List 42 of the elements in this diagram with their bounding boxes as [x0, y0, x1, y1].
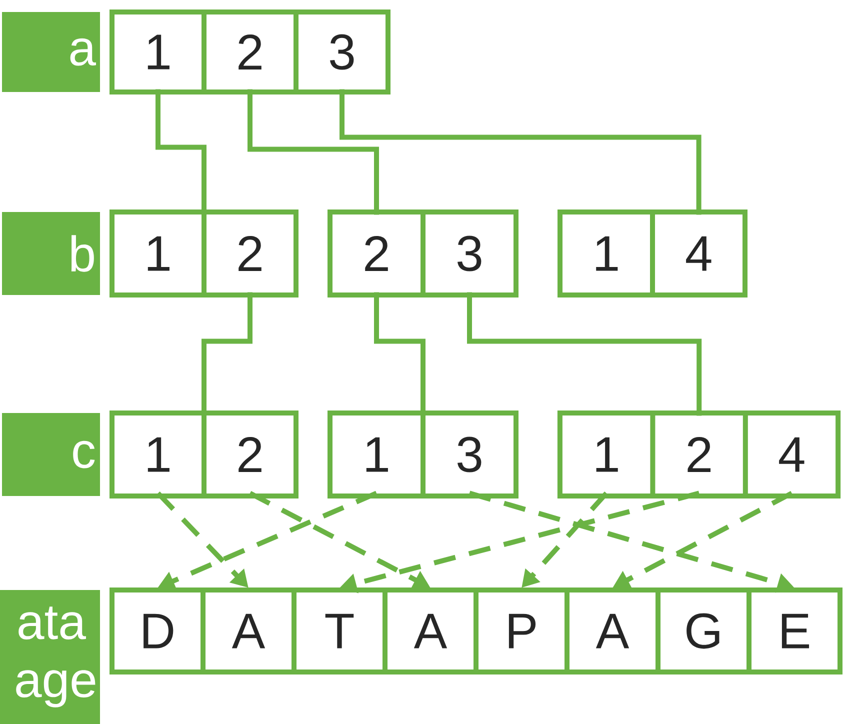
connector-line	[374, 292, 426, 410]
table-cell: G	[686, 613, 720, 649]
row-label: ata age	[0, 590, 100, 724]
cell-row	[110, 10, 390, 94]
table-cell: 2	[238, 236, 262, 271]
table-cell: 1	[596, 236, 618, 271]
table-cell: P	[508, 614, 536, 648]
table-cell: A	[232, 614, 266, 648]
table-cell: 1	[596, 437, 618, 472]
table-cell: 2	[688, 437, 710, 472]
table-cell: 2	[365, 236, 388, 271]
table-cell: 1	[148, 437, 170, 472]
connector-line	[202, 292, 252, 410]
connector-line	[340, 89, 702, 215]
table-cell: 4	[686, 236, 712, 271]
cell-row	[558, 210, 748, 298]
cell-row	[328, 410, 518, 498]
table-cell: E	[782, 614, 810, 648]
table-cell: 4	[779, 437, 804, 472]
table-cell: 1	[148, 34, 170, 70]
table-cell: 3	[330, 34, 354, 70]
cell-row	[110, 410, 298, 498]
cell-row	[110, 588, 842, 674]
table-cell: T	[325, 614, 354, 648]
table-cell: 2	[238, 437, 262, 472]
cell-row	[328, 210, 518, 298]
connector-line	[467, 292, 702, 416]
row-label: b	[2, 212, 100, 295]
table-cell: 3	[458, 236, 482, 272]
connector-line	[248, 89, 379, 215]
cell-row	[110, 210, 298, 298]
row-label: a	[2, 12, 100, 92]
table-cell: D	[144, 614, 174, 648]
cell-row	[557, 410, 841, 498]
table-cell: 3	[458, 436, 482, 472]
row-label: c	[2, 413, 100, 496]
table-cell: 1	[148, 236, 170, 271]
table-cell: 2	[238, 34, 262, 70]
table-cell: 1	[366, 437, 388, 472]
table-cell: A	[596, 614, 630, 648]
connector-line	[156, 89, 206, 210]
table-cell: A	[414, 614, 448, 648]
